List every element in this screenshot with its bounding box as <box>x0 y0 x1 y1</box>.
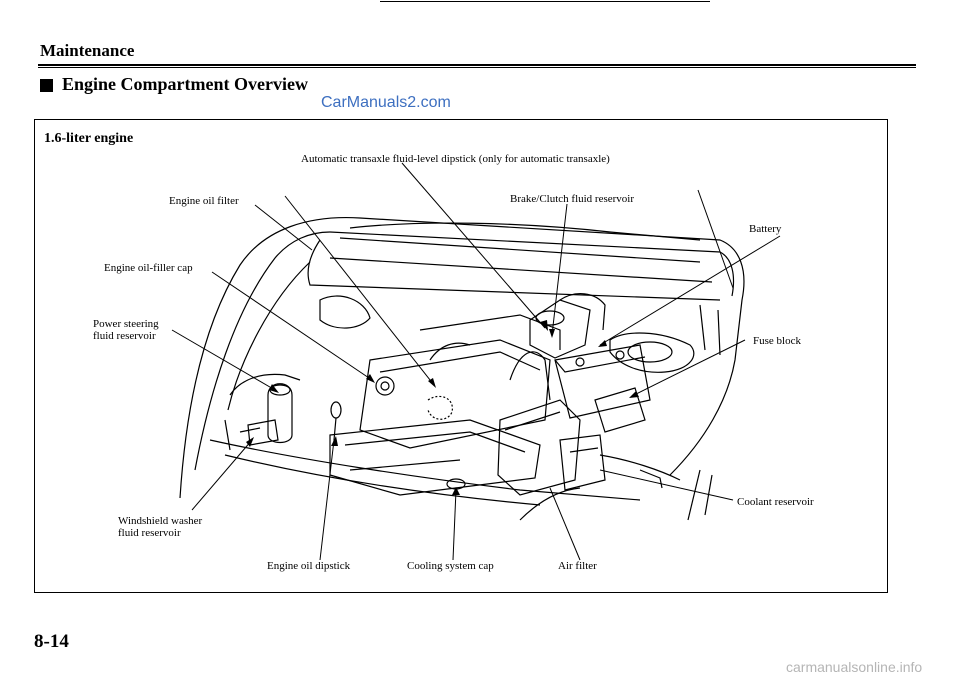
label-power-steering: Power steering <box>93 318 159 330</box>
section-header: Maintenance <box>40 41 135 60</box>
label-brake-clutch-reservoir: Brake/Clutch fluid reservoir <box>510 193 635 205</box>
header-rule <box>38 64 916 66</box>
label-battery: Battery <box>749 223 782 235</box>
watermark-bottom: carmanualsonline.info <box>786 659 923 675</box>
page-title: Engine Compartment Overview <box>62 74 308 94</box>
label-cooling-system-cap: Cooling system cap <box>407 560 494 572</box>
label-engine-oil-dipstick: Engine oil dipstick <box>267 560 351 572</box>
label-atf-dipstick: Automatic transaxle fluid-level dipstick… <box>301 153 610 165</box>
figure-subtitle: 1.6-liter engine <box>44 131 134 146</box>
label-windshield-washer: Windshield washer <box>118 515 203 527</box>
figure-frame <box>34 119 888 593</box>
label-oil-filler-cap: Engine oil-filler cap <box>104 262 193 274</box>
label-fuse-block: Fuse block <box>753 335 801 347</box>
label-engine-oil-filter: Engine oil filter <box>169 195 239 207</box>
label-coolant-reservoir: Coolant reservoir <box>737 496 814 508</box>
label-air-filter: Air filter <box>558 560 597 572</box>
page-number: 8-14 <box>34 631 69 652</box>
label-power-steering-line2: fluid reservoir <box>93 330 156 342</box>
header-rule-thin <box>38 67 916 68</box>
top-rule <box>380 1 710 2</box>
watermark-top: CarManuals2.com <box>321 94 451 111</box>
label-windshield-washer-line2: fluid reservoir <box>118 527 181 539</box>
bullet-square-icon <box>40 79 53 92</box>
